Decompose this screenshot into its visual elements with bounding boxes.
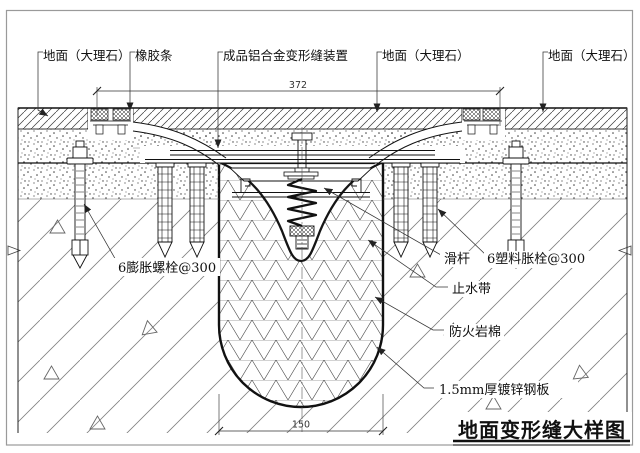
leader-lines [37, 51, 548, 389]
steel-plate-u-and-rock-wool [217, 161, 385, 409]
label-waterstop: 止水带 [452, 282, 491, 297]
callout-labels: 地面（大理石） 橡胶条 成品铝合金变形缝装置 地面（大理石） 地面（大理石） 6… [43, 48, 636, 398]
label-floor-marble-right: 地面（大理石） [548, 48, 636, 63]
label-expansion-bolt: 6膨胀螺栓@300 [118, 261, 216, 276]
marble-layer-middle [132, 107, 463, 130]
left-break-arrow-icon [7, 245, 22, 256]
label-fire-rock-wool: 防火岩棉 [449, 324, 501, 340]
label-aluminum-device: 成品铝合金变形缝装置 [223, 48, 348, 63]
label-floor-marble-middle: 地面（大理石） [382, 48, 470, 63]
drawing-title: 地面变形缝大样图 [458, 418, 626, 442]
dim-150-value: 150 [292, 420, 310, 431]
label-rubber-strip: 橡胶条 [135, 48, 173, 63]
plastic-anchor-2 [187, 162, 207, 259]
title-block: 地面变形缝大样图 [453, 418, 630, 446]
label-slide-rod: 滑杆 [444, 252, 470, 267]
spring-coil [286, 177, 318, 228]
marble-layer-right [504, 107, 628, 130]
label-steel-plate: 1.5mm厚镀锌钢板 [439, 382, 549, 398]
aluminum-joint-device [132, 121, 465, 198]
label-masks [114, 251, 632, 443]
dim-372-value: 372 [289, 80, 307, 91]
plastic-anchor-3 [391, 162, 411, 259]
dimension-372: 372 [92, 80, 505, 126]
marble-layer-left [17, 107, 89, 130]
expansion-bolt-left [66, 140, 94, 269]
dimension-150: 150 [214, 394, 388, 436]
right-break-arrow-icon [617, 245, 632, 256]
plastic-anchor-1 [155, 162, 175, 259]
plastic-anchor-4 [420, 162, 440, 259]
label-plastic-anchor: 6塑料胀栓@300 [487, 252, 585, 267]
anchor-fasteners [66, 140, 530, 269]
rubber-strip-pockets [88, 108, 505, 140]
label-floor-marble-left: 地面（大理石） [43, 48, 131, 63]
